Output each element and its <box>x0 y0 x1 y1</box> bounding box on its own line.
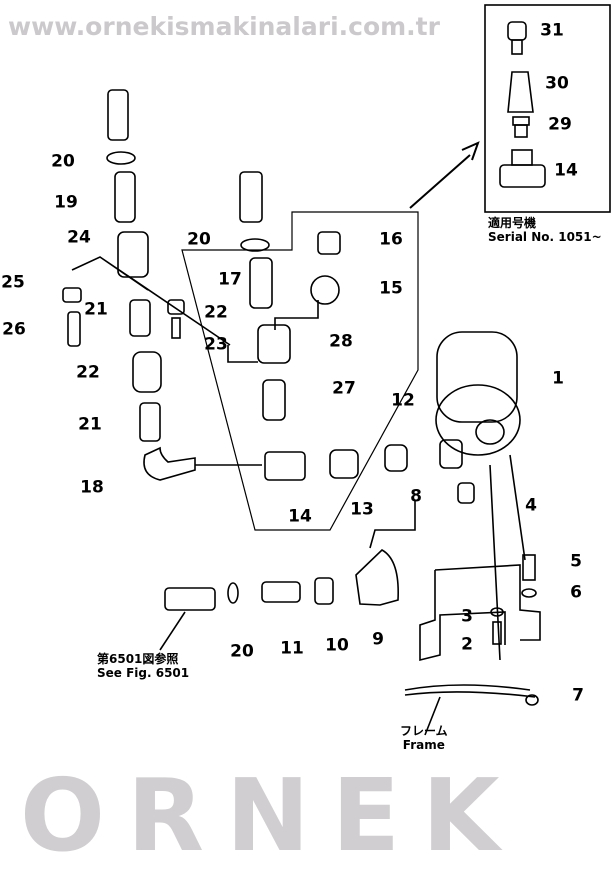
callout-22-mid: 22 <box>204 302 228 323</box>
callout-4: 4 <box>525 495 537 516</box>
callout-21-lower: 21 <box>78 414 102 435</box>
callout-14: 14 <box>288 506 312 527</box>
see-fig-jp: 第6501図参照 <box>97 652 179 666</box>
callout-26: 26 <box>2 319 26 340</box>
callout-17: 17 <box>218 269 242 290</box>
see-fig-en: See Fig. 6501 <box>97 666 190 681</box>
inset-parts <box>499 21 546 188</box>
callout-9: 9 <box>372 629 384 650</box>
callout-14-inset: 14 <box>554 160 578 181</box>
callout-3: 3 <box>461 606 473 627</box>
callout-6: 6 <box>570 582 582 603</box>
callout-2: 2 <box>461 634 473 655</box>
inset-arrow <box>409 141 480 209</box>
callout-21: 21 <box>84 299 108 320</box>
serial-label-en: Serial No. 1051~ <box>488 230 602 245</box>
frame-label-jp: フレーム <box>400 724 448 738</box>
callout-15: 15 <box>379 278 403 299</box>
serial-note: 適用号機 Serial No. 1051~ <box>488 216 602 245</box>
inset-box <box>484 4 611 213</box>
callout-20-mid: 20 <box>187 229 211 250</box>
watermark-url: www.ornekismakinalari.com.tr <box>8 12 440 41</box>
serial-label-jp: 適用号機 <box>488 216 537 230</box>
callout-31: 31 <box>540 20 564 41</box>
frame-label-en: Frame <box>402 738 445 753</box>
callout-25: 25 <box>1 272 25 293</box>
callout-22: 22 <box>76 362 100 383</box>
callout-30: 30 <box>545 73 569 94</box>
callout-5: 5 <box>570 551 582 572</box>
callout-19: 19 <box>54 192 78 213</box>
callout-23: 23 <box>204 334 228 355</box>
callout-13: 13 <box>350 499 374 520</box>
frame-note: フレーム Frame <box>400 724 448 753</box>
watermark-logo: ORNEK <box>20 757 522 874</box>
callout-28: 28 <box>329 331 353 352</box>
callout-20: 20 <box>51 151 75 172</box>
callout-8: 8 <box>410 486 422 507</box>
motor-assembly <box>435 331 526 661</box>
callout-18: 18 <box>80 477 104 498</box>
callout-16: 16 <box>379 229 403 250</box>
see-fig-note: 第6501図参照 See Fig. 6501 <box>97 652 189 681</box>
callout-27: 27 <box>332 378 356 399</box>
callout-24: 24 <box>67 227 91 248</box>
callout-10: 10 <box>325 635 349 656</box>
callout-12: 12 <box>391 390 415 411</box>
middle-parts <box>181 171 475 531</box>
left-parts <box>62 89 231 481</box>
callout-1: 1 <box>552 368 564 389</box>
bracket-assembly <box>404 554 541 736</box>
callout-7: 7 <box>572 685 584 706</box>
callout-11: 11 <box>280 638 304 659</box>
lower-parts <box>159 500 416 651</box>
callout-29: 29 <box>548 114 572 135</box>
callout-20-lower: 20 <box>230 641 254 662</box>
